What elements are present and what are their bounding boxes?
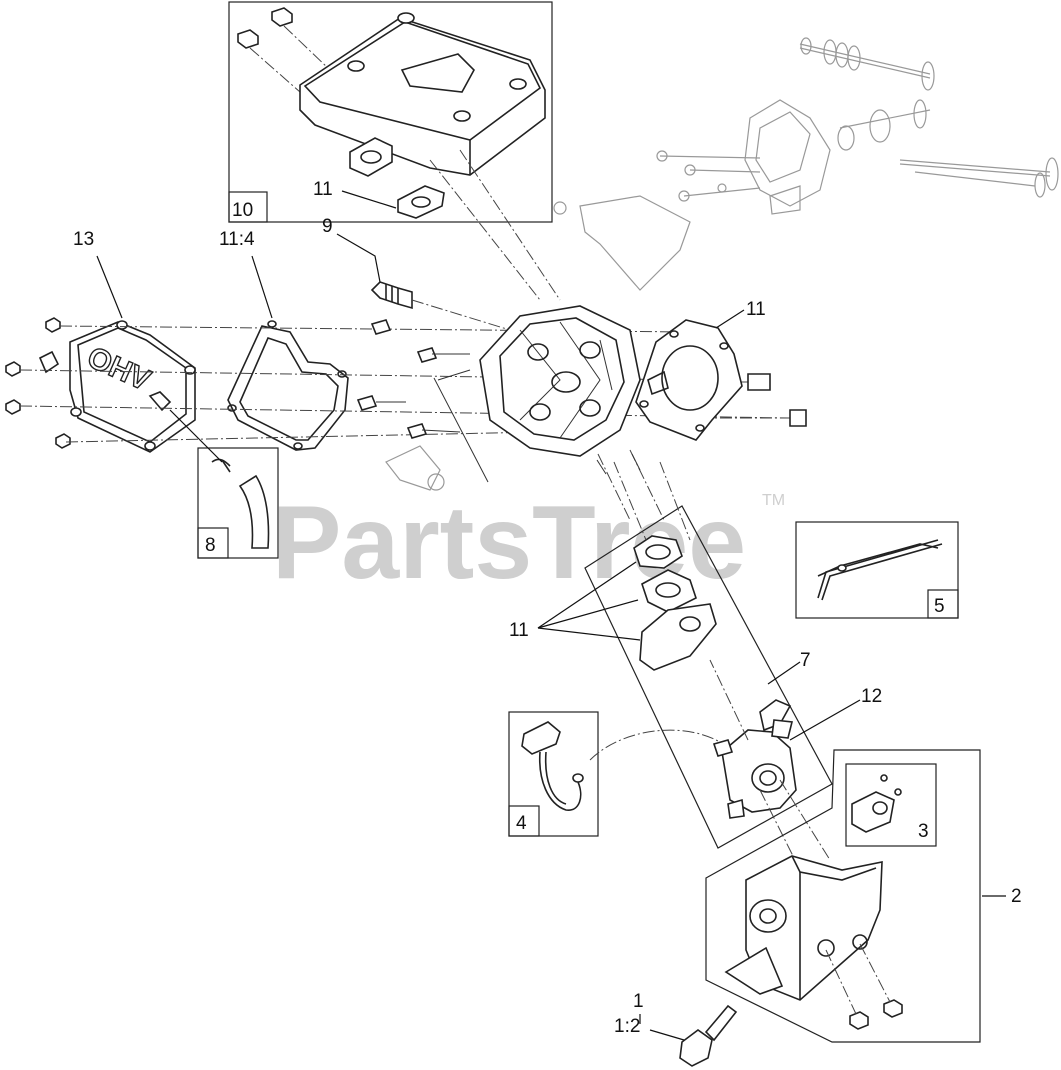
intake-gasket <box>633 535 683 569</box>
intake-spacer <box>641 569 697 613</box>
valve-cover-bolts <box>5 317 71 449</box>
exhaust-gasket <box>397 185 445 219</box>
box-4-number-tab <box>508 805 540 837</box>
callout-11-carb-gaskets: 11 <box>509 620 529 641</box>
callout-5: 5 <box>934 596 945 617</box>
air-cleaner-group-2 <box>705 749 981 1043</box>
callout-7: 7 <box>800 650 811 671</box>
box-5-throttle-link <box>795 521 959 619</box>
box-4-fuel-solenoid <box>508 711 721 837</box>
spark-plug-9 <box>370 281 511 331</box>
muffler-nut <box>237 29 259 49</box>
box-8-frame <box>197 447 279 559</box>
muffler-nut <box>271 7 293 27</box>
key-head <box>679 1029 713 1067</box>
partstree-watermark: PartsTree TM <box>272 485 785 601</box>
box-4-frame <box>508 711 599 837</box>
callout-10: 10 <box>232 200 253 221</box>
callout-4: 4 <box>516 813 527 834</box>
carburetor-body <box>721 729 797 813</box>
solenoid-connector <box>521 721 561 755</box>
callout-8: 8 <box>205 535 216 556</box>
callout-11-exhaust-gasket: 11 <box>313 179 333 200</box>
callout-13: 13 <box>73 229 94 250</box>
cylinder-head <box>356 305 665 521</box>
box-10-frame <box>228 1 553 223</box>
box-3-frame <box>845 763 937 847</box>
muffler-logo-plate <box>400 53 475 93</box>
box-3-choke-parts <box>845 763 937 847</box>
callout-11-4: 11:4 <box>219 229 255 250</box>
callout-2: 2 <box>1011 886 1022 907</box>
valve-train-parts <box>553 37 1059 291</box>
callout-12: 12 <box>861 686 882 707</box>
base-nut <box>849 1011 869 1030</box>
carburetor-group-7 <box>584 461 833 871</box>
callout-11-head-gasket: 11 <box>746 299 766 320</box>
callout-9: 9 <box>322 216 333 237</box>
box-5-frame <box>795 521 959 619</box>
box-5-number-tab <box>927 589 959 619</box>
choke-knob <box>851 791 895 833</box>
ignition-key-1 <box>679 1004 738 1067</box>
breather-nipple <box>148 391 172 412</box>
key-blade <box>704 1004 738 1042</box>
box-10-muffler-assembly <box>228 1 561 301</box>
box-2-frame <box>705 749 981 1043</box>
breather-tube <box>238 474 270 549</box>
svg-text:TM: TM <box>762 492 785 509</box>
box-10-number-tab <box>228 191 268 223</box>
exhaust-flange <box>349 137 393 177</box>
valve-cover-gasket <box>227 320 349 451</box>
muffler-body <box>299 17 546 176</box>
box-8-number-tab <box>197 527 229 559</box>
head-gasket <box>635 319 807 441</box>
carb-gasket <box>639 603 717 671</box>
box-7-frame <box>584 505 833 849</box>
valve-cover-13: OHV <box>5 317 196 453</box>
base-nut <box>883 999 903 1018</box>
callout-1-2: 1:2 <box>614 1016 640 1037</box>
box-8-breather-tube <box>169 409 279 559</box>
callout-3: 3 <box>918 821 929 842</box>
callout-1: 1 <box>633 991 644 1012</box>
